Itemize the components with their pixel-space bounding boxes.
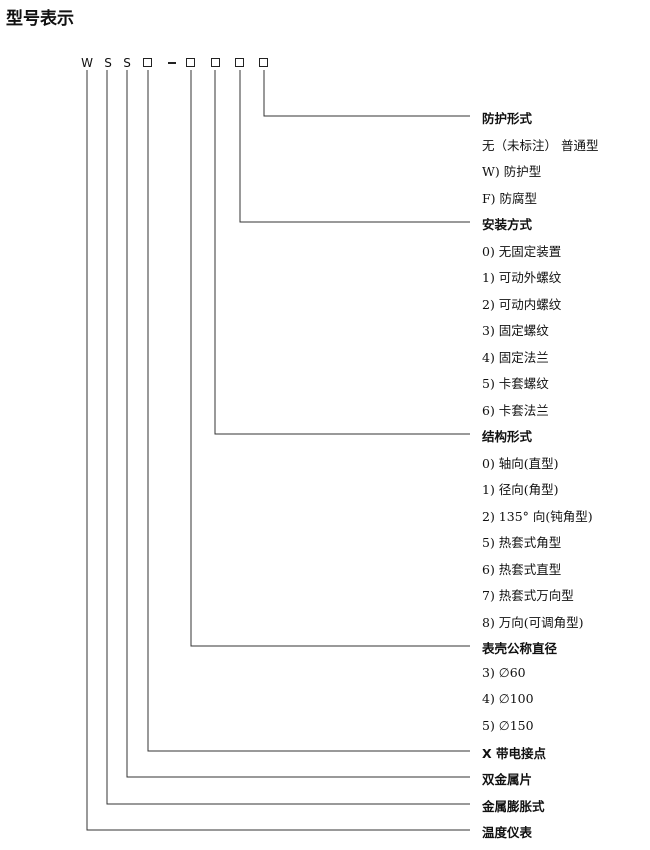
diameter-item-0: 3) ∅60 xyxy=(482,665,526,680)
structure-item-1: 1) 径向(角型) xyxy=(482,482,559,497)
code-box-3 xyxy=(211,58,220,67)
structure-item-6: 8) 万向(可调角型) xyxy=(482,615,584,630)
bimetal-heading: 双金属片 xyxy=(482,772,533,787)
mounting-item-6: 6) 卡套法兰 xyxy=(482,403,549,418)
mounting-item-2: 2) 可动内螺纹 xyxy=(482,297,562,312)
expansion-heading: 金属膨胀式 xyxy=(482,799,545,814)
mounting-item-1: 1) 可动外螺纹 xyxy=(482,270,562,285)
mounting-item-4: 4) 固定法兰 xyxy=(482,350,549,365)
thermometer-heading: 温度仪表 xyxy=(482,825,533,840)
structure-item-4: 6) 热套式直型 xyxy=(482,562,562,577)
code-char-s1: S xyxy=(104,56,112,70)
connector-contact xyxy=(147,70,470,752)
structure-item-3: 5) 热套式角型 xyxy=(482,535,562,550)
connector-mounting xyxy=(239,70,470,223)
diameter-heading: 表壳公称直径 xyxy=(482,641,558,656)
connector-bimetal xyxy=(126,70,470,778)
contact-heading: X 带电接点 xyxy=(482,746,546,761)
connector-diameter xyxy=(190,70,470,647)
protection-item-0: 无（未标注） 普通型 xyxy=(482,138,599,153)
mounting-item-5: 5) 卡套螺纹 xyxy=(482,376,549,391)
connector-protection xyxy=(263,70,470,117)
diameter-item-2: 5) ∅150 xyxy=(482,718,534,733)
protection-heading: 防护形式 xyxy=(482,111,533,126)
structure-heading: 结构形式 xyxy=(482,429,533,444)
connector-expansion xyxy=(106,70,470,805)
diameter-item-1: 4) ∅100 xyxy=(482,691,534,706)
page-title: 型号表示 xyxy=(6,9,74,29)
protection-item-2: F) 防腐型 xyxy=(482,191,538,206)
code-char-s2: S xyxy=(123,56,131,70)
code-box-5 xyxy=(259,58,268,67)
code-box-2 xyxy=(186,58,195,67)
mounting-item-0: 0) 无固定装置 xyxy=(482,244,562,259)
connector-thermometer xyxy=(86,70,470,831)
mounting-item-3: 3) 固定螺纹 xyxy=(482,323,549,338)
code-box-4 xyxy=(235,58,244,67)
protection-item-1: W) 防护型 xyxy=(482,164,542,179)
mounting-heading: 安装方式 xyxy=(482,217,533,232)
structure-item-0: 0) 轴向(直型) xyxy=(482,456,559,471)
structure-item-5: 7) 热套式万向型 xyxy=(482,588,574,603)
structure-item-2: 2) 135° 向(钝角型) xyxy=(482,509,593,524)
connector-structure xyxy=(214,70,470,435)
code-dash xyxy=(168,62,176,64)
code-char-w: W xyxy=(81,56,93,70)
code-box-1 xyxy=(143,58,152,67)
